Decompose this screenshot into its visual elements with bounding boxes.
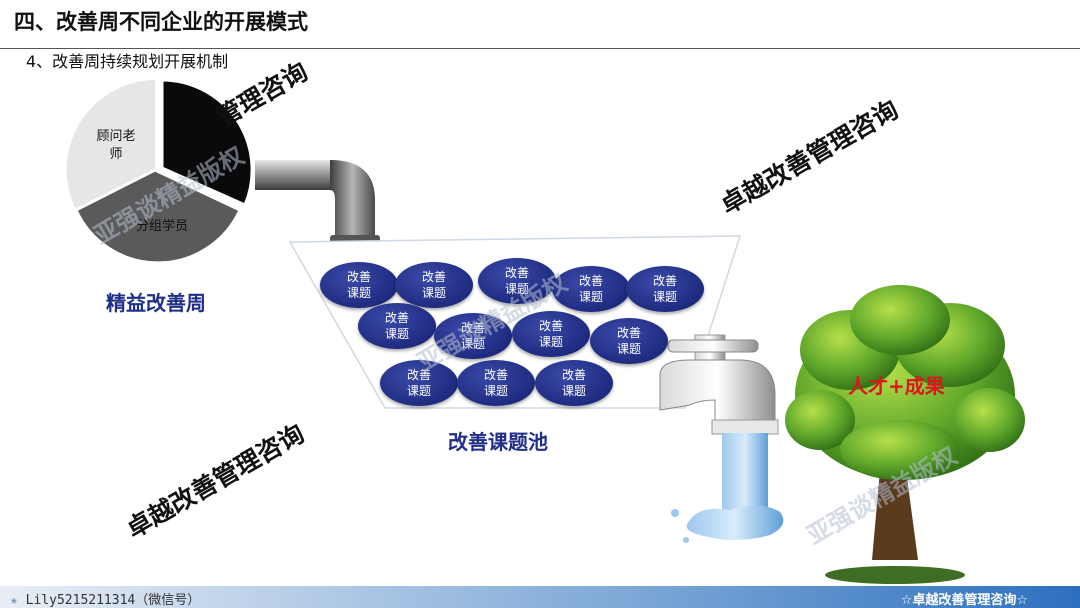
- topic-oval-12-text: 改善 课题: [562, 367, 586, 399]
- topic-oval-11-text: 改善 课题: [484, 367, 508, 399]
- topic-oval-12: 改善 课题: [535, 360, 613, 406]
- topic-oval-6-text: 改善 课题: [385, 310, 409, 342]
- topic-oval-2: 改善 课题: [395, 262, 473, 308]
- pie-label-consultant-text: 顾问老 师: [96, 129, 135, 162]
- topic-oval-5: 改善 课题: [626, 266, 704, 312]
- topic-oval-1: 改善 课题: [320, 262, 398, 308]
- topic-oval-9-text: 改善 课题: [617, 325, 641, 357]
- water-faucet: [660, 335, 783, 543]
- pie-caption: 精益改善周: [106, 287, 206, 316]
- pool-caption: 改善课题池: [448, 426, 548, 455]
- footer-contact-text: Lily5215211314（微信号）: [26, 593, 201, 608]
- footer-brand: ☆卓越改善管理咨询☆: [901, 589, 1028, 608]
- topic-oval-8-text: 改善 课题: [539, 318, 563, 350]
- pie-label-consultant: 顾问老 师: [92, 128, 140, 164]
- tree-label: 人才+成果: [848, 370, 945, 399]
- topic-oval-10: 改善 课题: [380, 360, 458, 406]
- topic-oval-4-text: 改善 课题: [579, 273, 603, 305]
- topic-oval-5-text: 改善 课题: [653, 273, 677, 305]
- topic-oval-9: 改善 课题: [590, 318, 668, 364]
- topic-oval-2-text: 改善 课题: [422, 269, 446, 301]
- topic-oval-11: 改善 课题: [457, 360, 535, 406]
- topic-oval-1-text: 改善 课题: [347, 269, 371, 301]
- star-icon: ★: [10, 593, 18, 608]
- footer-contact: ★ Lily5215211314（微信号）: [10, 589, 200, 608]
